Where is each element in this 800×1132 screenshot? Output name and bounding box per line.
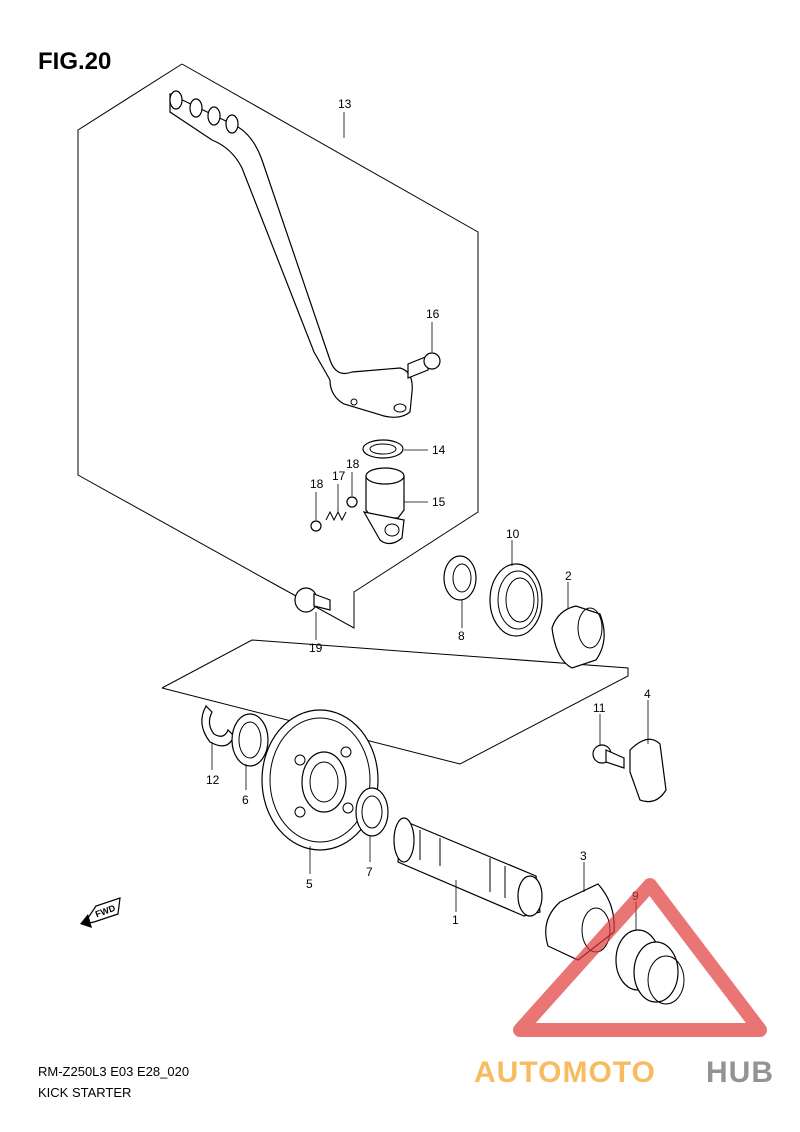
callout-13: 13: [338, 97, 352, 111]
callout-12: 12: [206, 773, 220, 787]
callout-6: 6: [242, 793, 249, 807]
callout-18a: 18: [310, 477, 324, 491]
upper-group-frame: [77, 63, 479, 629]
callout-8: 8: [458, 629, 465, 643]
callout-3: 3: [580, 849, 587, 863]
return-spring-part: [489, 563, 543, 637]
washer-part: [362, 439, 404, 459]
gear-washer-part: [355, 787, 389, 837]
lever-bolt-part: [407, 352, 441, 379]
callout-17: 17: [332, 469, 346, 483]
callout-18b: 18: [346, 457, 360, 471]
model-code-label: RM-Z250L3 E03 E28_020: [38, 1064, 190, 1079]
automotohub-watermark-logo: AUTOMOTO HUB: [474, 878, 774, 1089]
kick-gear-part: [261, 709, 379, 851]
kick-boss-part: [362, 467, 405, 545]
section-name-label: KICK STARTER: [38, 1085, 132, 1100]
callout-2: 2: [565, 569, 572, 583]
ball-part: [310, 520, 322, 532]
stopper-bolt-part: [592, 744, 625, 769]
callout-1: 1: [452, 913, 459, 927]
watermark-text-hub: HUB: [706, 1056, 774, 1089]
callout-14: 14: [432, 443, 446, 457]
callout-leaders: [211, 112, 649, 930]
callout-15: 15: [432, 495, 446, 509]
callout-4: 4: [644, 687, 651, 701]
lower-group-frame: [161, 639, 629, 765]
bolt-part: [294, 587, 331, 613]
figure-title: FIG.20: [38, 48, 112, 75]
ball-part: [346, 496, 358, 508]
callout-7: 7: [366, 865, 373, 879]
callout-11: 11: [593, 701, 606, 715]
watermark-text-auto: AUTOMOTO: [474, 1056, 656, 1089]
kick-shaft-part: [393, 817, 543, 917]
fwd-arrow-icon: FWD: [80, 897, 121, 928]
thrust-washer-part: [231, 713, 269, 767]
callout-10: 10: [506, 527, 520, 541]
callout-5: 5: [306, 877, 313, 891]
circlip-part: [201, 705, 235, 747]
spring-guide-part: [551, 605, 605, 669]
drive-spring-part: [615, 929, 685, 1005]
kick-lever-part: [169, 90, 413, 418]
callout-19: 19: [309, 641, 323, 655]
drive-gear-part: [545, 883, 615, 961]
stopper-plate-part: [629, 738, 667, 803]
callout-16: 16: [426, 307, 440, 321]
spring-part: [325, 510, 347, 522]
